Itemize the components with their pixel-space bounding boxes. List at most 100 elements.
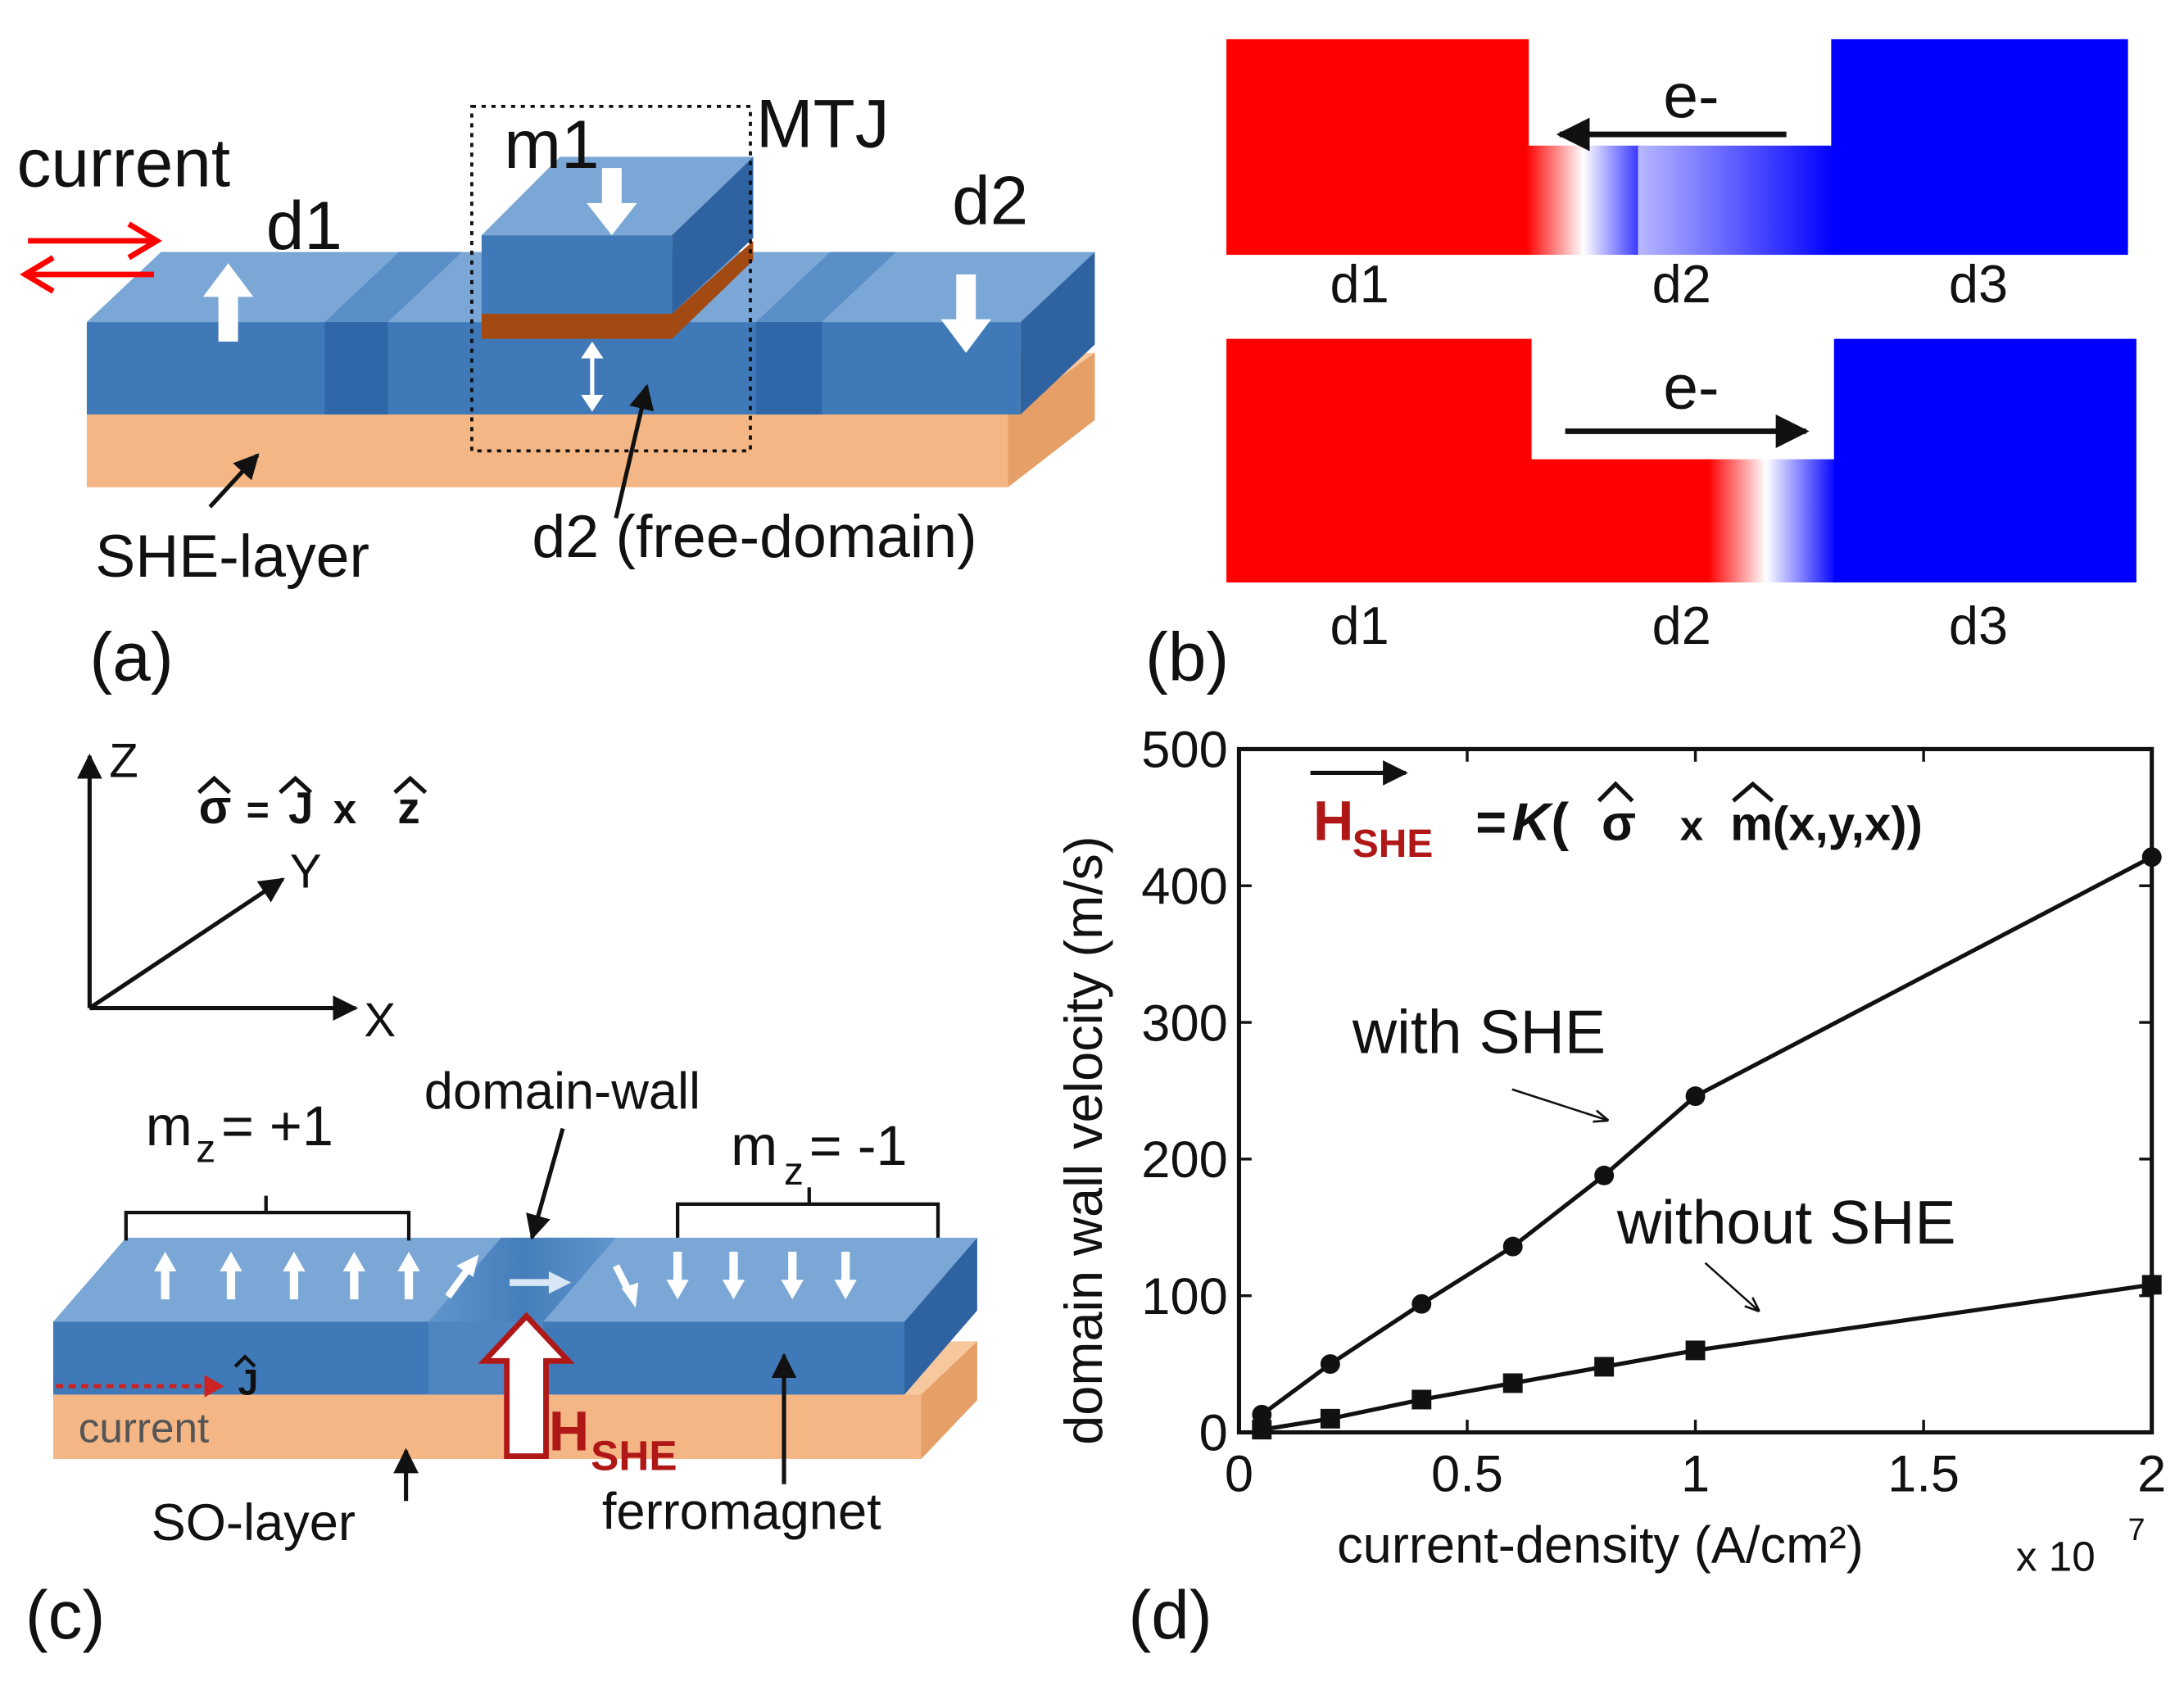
without-she-pointer — [1704, 1262, 1759, 1311]
d1-label: d1 — [266, 187, 342, 264]
series-line-2 — [1261, 1282, 2153, 1432]
domain-wall-label: domain-wall — [424, 1063, 700, 1121]
formula-m: m(x,y,x)) — [1730, 798, 1923, 851]
hat-icon — [279, 775, 313, 795]
hat-icon — [393, 775, 428, 795]
series-line-1 — [1260, 854, 2153, 1416]
current-arrows-icon — [20, 221, 163, 294]
m1-side — [672, 156, 754, 314]
without-she-label: without SHE — [1616, 1188, 1956, 1257]
data-point-square — [2141, 1275, 2162, 1295]
d2-region-bottom-red — [1529, 459, 1711, 583]
mz-minus-label-sub: z — [784, 1150, 804, 1194]
domain-wall-pointer — [526, 1127, 565, 1240]
brace-plus — [124, 1195, 411, 1241]
formula-open: ( — [1552, 792, 1570, 852]
data-point-circle — [1685, 1086, 1706, 1107]
she-layer-pointer — [208, 453, 260, 509]
domain-wall-right — [755, 251, 896, 323]
mz-minus-label-value: = -1 — [809, 1115, 908, 1177]
h-she-label: H — [549, 1401, 589, 1463]
d1-label-top: d1 — [1330, 254, 1389, 314]
she-layer-label: SHE-layer — [95, 522, 369, 590]
panel-b-label: (b) — [1145, 618, 1229, 695]
d3-label-top: d3 — [1949, 254, 2008, 314]
mtj-label: MTJ — [756, 84, 890, 161]
y-tick-label: 300 — [1141, 995, 1227, 1052]
y-axis — [88, 877, 285, 1010]
bidirectional-arrow-icon — [581, 342, 604, 412]
mz-plus-label-m: m — [146, 1095, 193, 1158]
panel-b: e- d1 d2 d3 e- d1 d2 d3 (b) — [1145, 39, 2136, 695]
mz-minus-label-m: m — [731, 1115, 777, 1177]
current-arrow-head — [204, 1375, 224, 1398]
x-tick-label: 1 — [1681, 1445, 1710, 1502]
series-markers — [1252, 847, 2162, 1440]
m1-front — [481, 235, 673, 314]
so-layer-front — [52, 1394, 922, 1459]
h-she-arrow-icon — [478, 1312, 575, 1459]
panel-c-label: (c) — [25, 1576, 106, 1653]
d2-region-top — [1638, 145, 1834, 256]
spin-up-arrows — [153, 1252, 420, 1300]
data-point-circle — [1320, 1354, 1340, 1375]
d2-label-top: d2 — [1652, 254, 1711, 314]
ferro-side — [904, 1237, 977, 1395]
hat-icon — [1597, 781, 1634, 803]
data-point-square — [1320, 1408, 1340, 1429]
with-she-label: with SHE — [1352, 997, 1606, 1066]
current-label-c: current — [79, 1404, 210, 1451]
x-tick-label: 2 — [2137, 1445, 2166, 1502]
formula-cross: x — [1680, 803, 1704, 850]
d1-region-bottom — [1226, 338, 1532, 583]
current-label: current — [17, 124, 231, 201]
domain-wall-left-front — [324, 322, 388, 415]
axis-y-label: Y — [290, 845, 322, 899]
down-arrow-icon — [940, 274, 991, 353]
m1-label: m1 — [504, 106, 599, 183]
h-she-sub: SHE — [591, 1433, 677, 1479]
free-domain-label: d2 (free-domain) — [532, 502, 976, 570]
she-layer-side — [1008, 352, 1095, 487]
data-point-circle — [1502, 1236, 1523, 1257]
d2-label: d2 — [952, 161, 1028, 238]
electron-label-bottom: e- — [1663, 352, 1719, 423]
formula-sigma: σ — [1602, 795, 1636, 852]
data-point-circle — [1594, 1165, 1615, 1185]
panel-c: Z Y X σ = J x z — [25, 735, 977, 1653]
data-point-circle — [2141, 847, 2162, 868]
sigma-equals: = — [247, 789, 270, 832]
x-exponent-base: x 10 — [2016, 1534, 2096, 1580]
mz-plus-label-value: = +1 — [221, 1095, 333, 1158]
y-tick-label: 400 — [1141, 858, 1227, 915]
so-layer-label: SO-layer — [152, 1494, 356, 1552]
free-domain-pointer — [614, 383, 655, 519]
formula-h: H — [1313, 791, 1353, 853]
formula-h-sub: SHE — [1353, 822, 1433, 866]
x-tick-label: 0.5 — [1431, 1445, 1503, 1502]
data-point-square — [1502, 1373, 1523, 1393]
hat-icon — [197, 775, 231, 795]
y-tick-label: 200 — [1141, 1131, 1227, 1189]
ferro-strip-side — [1020, 251, 1095, 415]
brace-minus — [676, 1187, 940, 1238]
with-she-pointer — [1511, 1088, 1607, 1121]
up-arrow-icon — [202, 263, 254, 342]
data-point-circle — [1252, 1404, 1272, 1425]
data-point-square — [1411, 1389, 1432, 1410]
x-exponent-power: 7 — [2128, 1512, 2145, 1547]
so-layer-side — [921, 1341, 977, 1459]
data-point-square — [1252, 1420, 1272, 1440]
ferromagnet-label: ferromagnet — [602, 1483, 881, 1540]
axis-z-label: Z — [109, 735, 138, 788]
sigma-definition: σ = J x z — [197, 775, 428, 834]
domain-wall-left — [324, 251, 462, 323]
cross-symbol: x — [333, 786, 357, 832]
dw-region-bottom — [1707, 459, 1837, 583]
mtj-dashed-box — [470, 105, 752, 453]
z-hat-symbol: z — [397, 782, 419, 833]
d1-label-bottom: d1 — [1330, 596, 1389, 655]
panel-d-label: (d) — [1128, 1576, 1212, 1653]
